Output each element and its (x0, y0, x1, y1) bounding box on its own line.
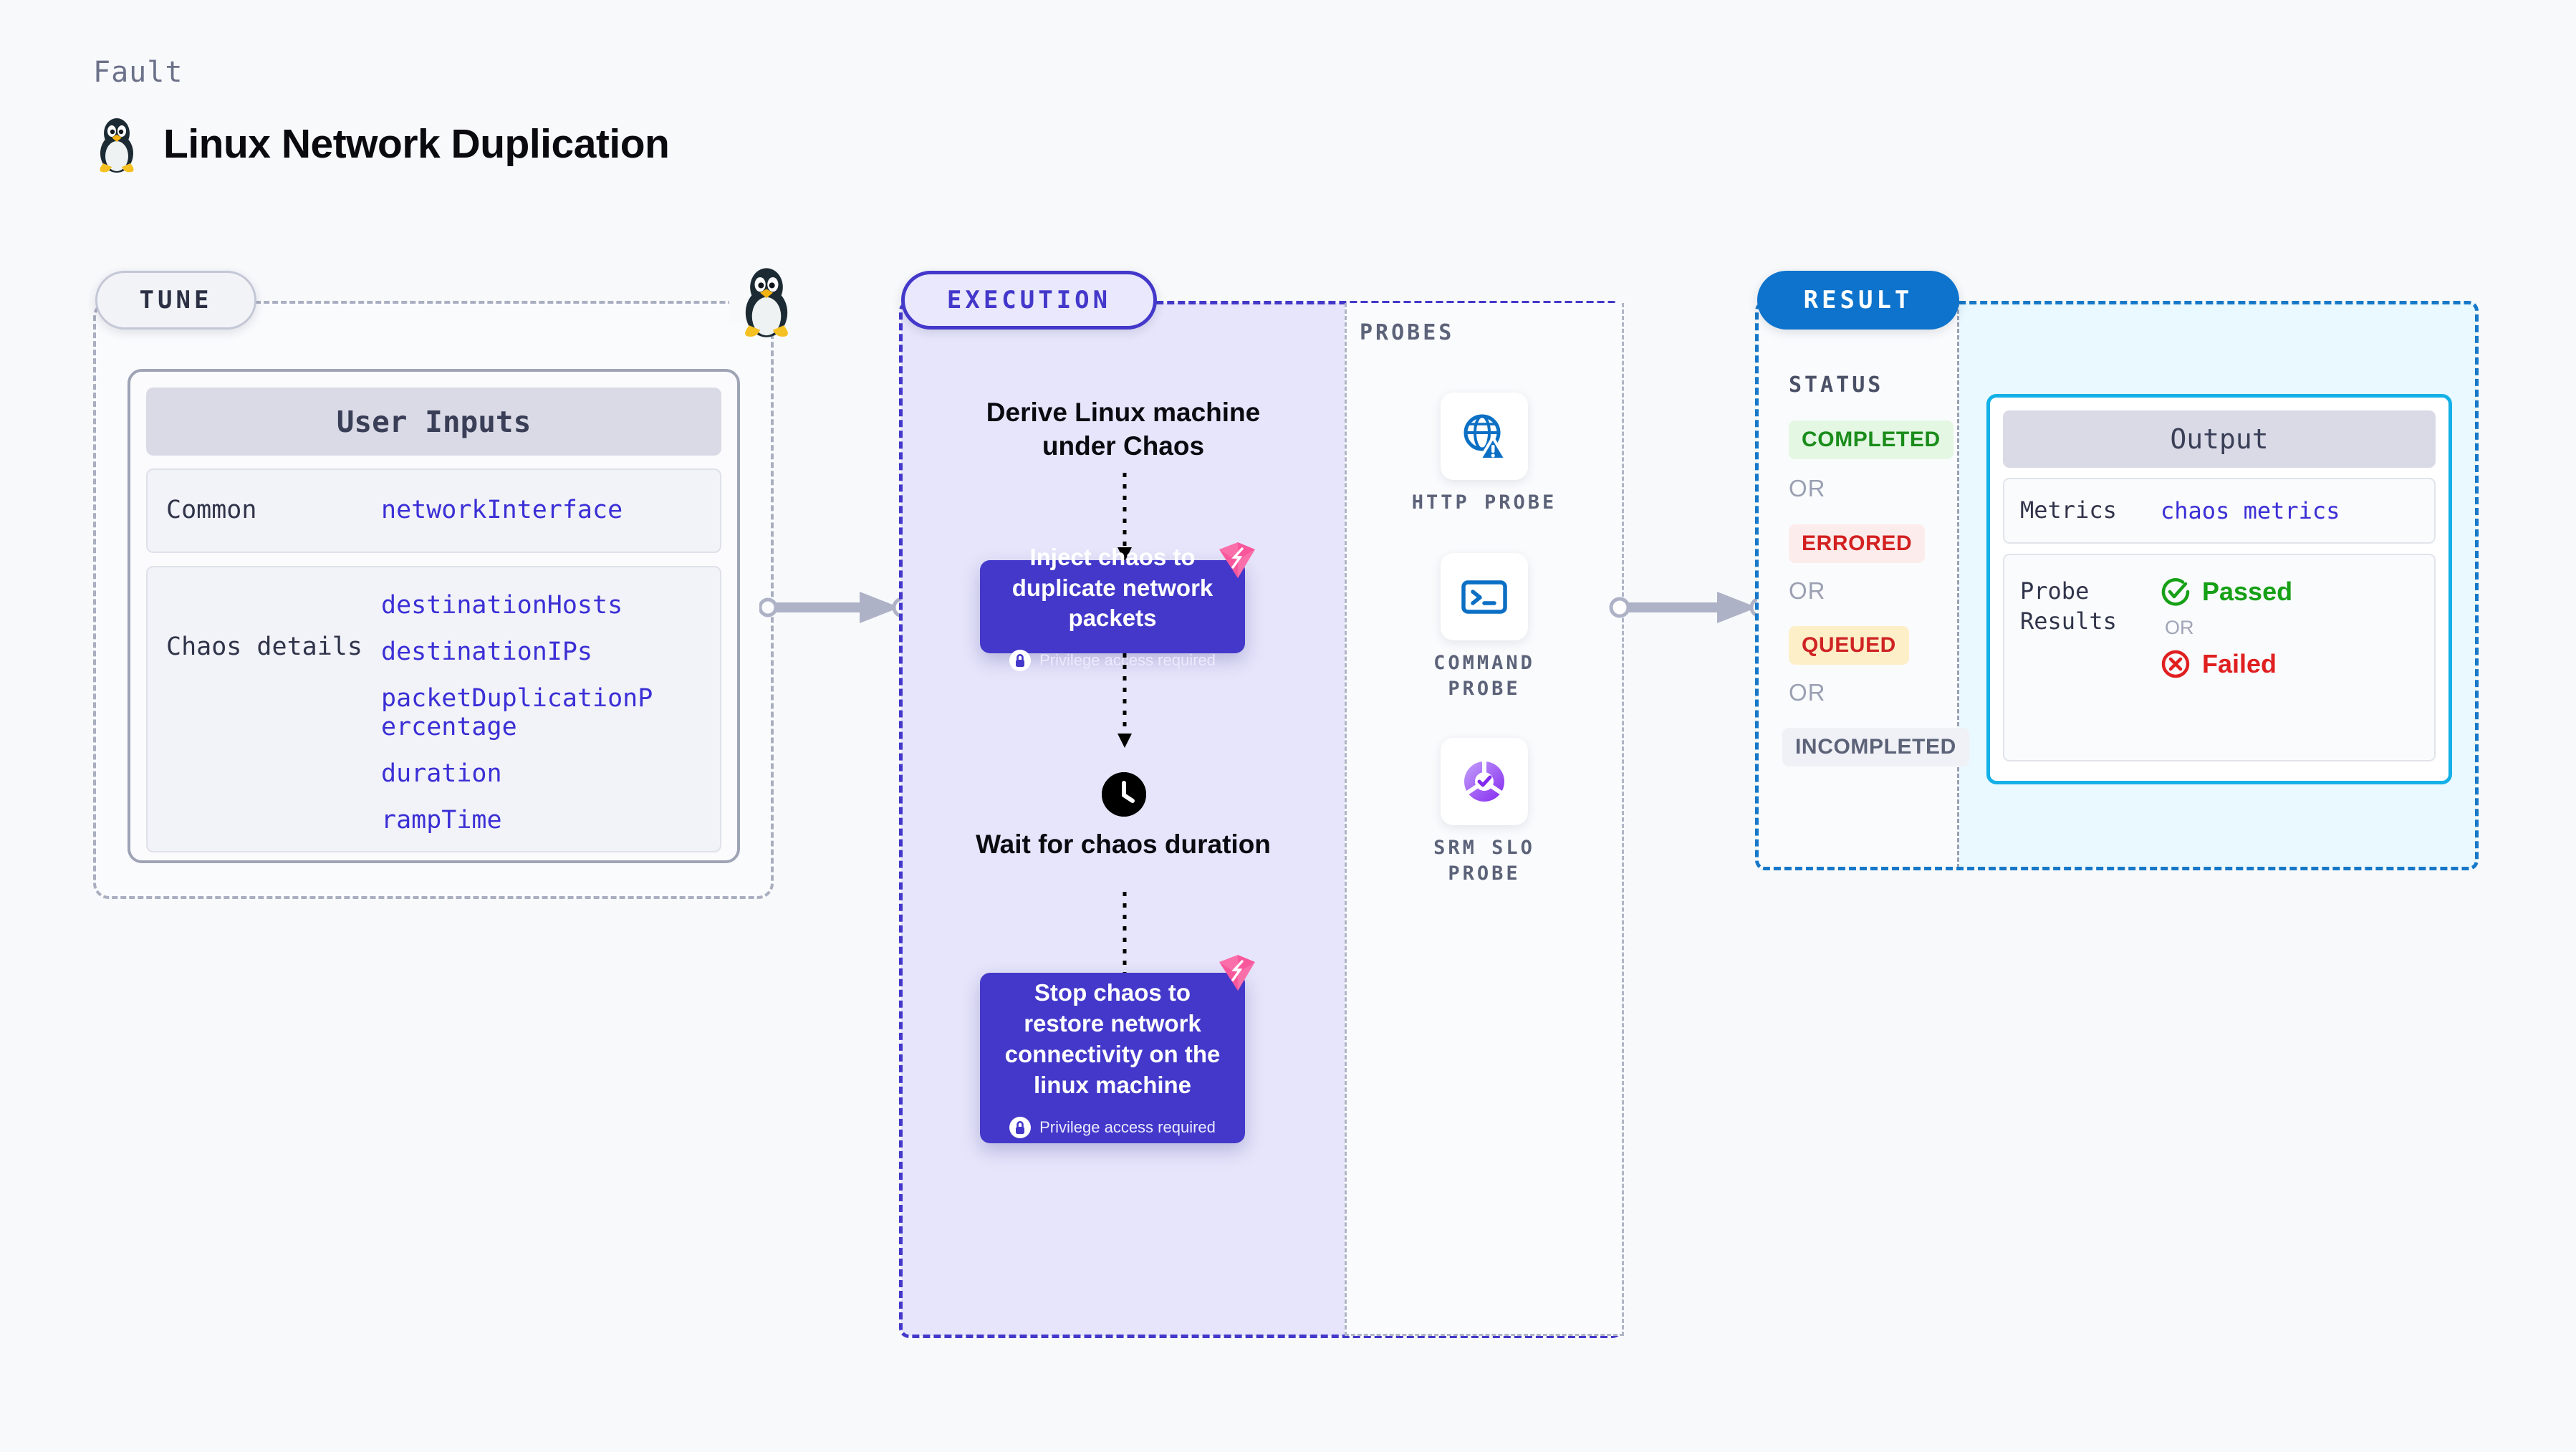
lock-icon (1009, 1116, 1032, 1138)
privilege-note-text: Privilege access required (1039, 651, 1216, 670)
probe-tile (1441, 738, 1528, 825)
input-group-chaos-details: Chaos details destinationHosts destinati… (146, 566, 721, 852)
probe-result-passed: Passed (2161, 577, 2292, 607)
input-group-label: Chaos details (166, 633, 362, 661)
output-value: chaos metrics (2161, 497, 2340, 524)
privilege-note-text: Privilege access required (1039, 1117, 1216, 1136)
input-group-label: Common (166, 496, 257, 525)
result-panel (1755, 301, 2479, 870)
input-group-values: destinationHosts destinationIPs packetDu… (381, 591, 668, 835)
lock-icon (1009, 650, 1032, 672)
user-inputs-card: User Inputs Common networkInterface Chao… (128, 369, 740, 863)
probe-result-or: OR (2165, 617, 2194, 638)
user-inputs-title: User Inputs (146, 388, 721, 456)
input-group-values: networkInterface (381, 496, 623, 524)
probe-failed-label: Failed (2202, 649, 2277, 678)
execution-step-wait-label: Wait for chaos duration (976, 830, 1271, 859)
output-card: Output Metrics chaos metrics Probe Resul… (1986, 394, 2452, 784)
x-circle-icon (2161, 650, 2190, 678)
slo-donut-check-icon (1464, 761, 1504, 802)
input-value: duration (381, 759, 502, 788)
globe-warning-icon (1464, 414, 1507, 461)
input-value: rampTime (381, 805, 502, 835)
execution-step-derive-label: Derive Linux machine under Chaos (986, 398, 1261, 461)
page-title: Linux Network Duplication (163, 121, 670, 167)
arrow-derive-to-inject (1118, 473, 1132, 562)
status-badge-completed: COMPLETED (1789, 420, 1953, 459)
output-group-probe-results: Probe Results Passed OR Failed (2003, 554, 2436, 761)
status-title: STATUS (1789, 372, 1884, 398)
clock-icon (1102, 772, 1146, 817)
status-or: OR (1789, 577, 1826, 604)
input-value: destinationHosts (381, 591, 623, 620)
terminal-prompt-icon (1461, 580, 1507, 614)
chaos-box-title: Inject chaos to duplicate network packet… (1011, 543, 1213, 632)
probes-title: PROBES (1360, 320, 1455, 345)
output-label: Metrics (2020, 496, 2117, 524)
output-label: Probe Results (2020, 577, 2117, 635)
status-or: OR (1789, 679, 1826, 706)
probe-item-http[interactable]: HTTP PROBE (1402, 393, 1567, 516)
connector-execution-to-result (1609, 592, 1771, 623)
result-pill: RESULT (1757, 271, 1959, 330)
probe-passed-label: Passed (2202, 577, 2293, 606)
probe-label: COMMAND PROBE (1433, 652, 1535, 701)
linux-penguin-icon (745, 268, 788, 337)
result-status-column (1757, 303, 1959, 868)
probe-tile (1441, 553, 1528, 640)
fault-kicker: Fault (93, 56, 183, 89)
chaos-box-title: Stop chaos to restore network connectivi… (1004, 979, 1221, 1098)
probe-label: SRM SLO PROBE (1433, 837, 1535, 885)
input-group-common: Common networkInterface (146, 468, 721, 553)
execution-pill: EXECUTION (901, 271, 1157, 330)
privilege-note: Privilege access required (1009, 650, 1216, 672)
input-value: packetDuplicationPercentage (381, 684, 653, 741)
input-value: networkInterface (381, 496, 623, 525)
status-or: OR (1789, 475, 1826, 501)
arrow-inject-to-wait (1118, 653, 1132, 748)
execution-step-inject-box: Inject chaos to duplicate network packet… (980, 544, 1245, 672)
probe-label: HTTP PROBE (1411, 491, 1557, 514)
tune-corner-penguin (736, 264, 797, 338)
probe-item-srm-slo[interactable]: SRM SLO PROBE (1402, 738, 1567, 888)
status-badge-queued: QUEUED (1789, 626, 1909, 665)
output-group-metrics: Metrics chaos metrics (2003, 478, 2436, 544)
check-circle-icon (2161, 578, 2190, 606)
probe-item-command[interactable]: COMMAND PROBE (1402, 553, 1567, 703)
probe-result-failed: Failed (2161, 649, 2292, 679)
probe-results-values: Passed OR Failed (2161, 577, 2292, 679)
probe-tile (1441, 393, 1528, 480)
privilege-note: Privilege access required (1009, 1116, 1216, 1138)
input-value: destinationIPs (381, 638, 593, 667)
execution-step-stop-box: Stop chaos to restore network connectivi… (980, 973, 1245, 1143)
output-title: Output (2003, 410, 2436, 468)
linux-penguin-icon (100, 118, 134, 173)
status-badge-incompleted: INCOMPLETED (1782, 728, 1969, 766)
status-badge-errored: ERRORED (1789, 524, 1926, 563)
tune-pill: TUNE (95, 271, 256, 330)
page-title-row: Linux Network Duplication (93, 115, 670, 173)
